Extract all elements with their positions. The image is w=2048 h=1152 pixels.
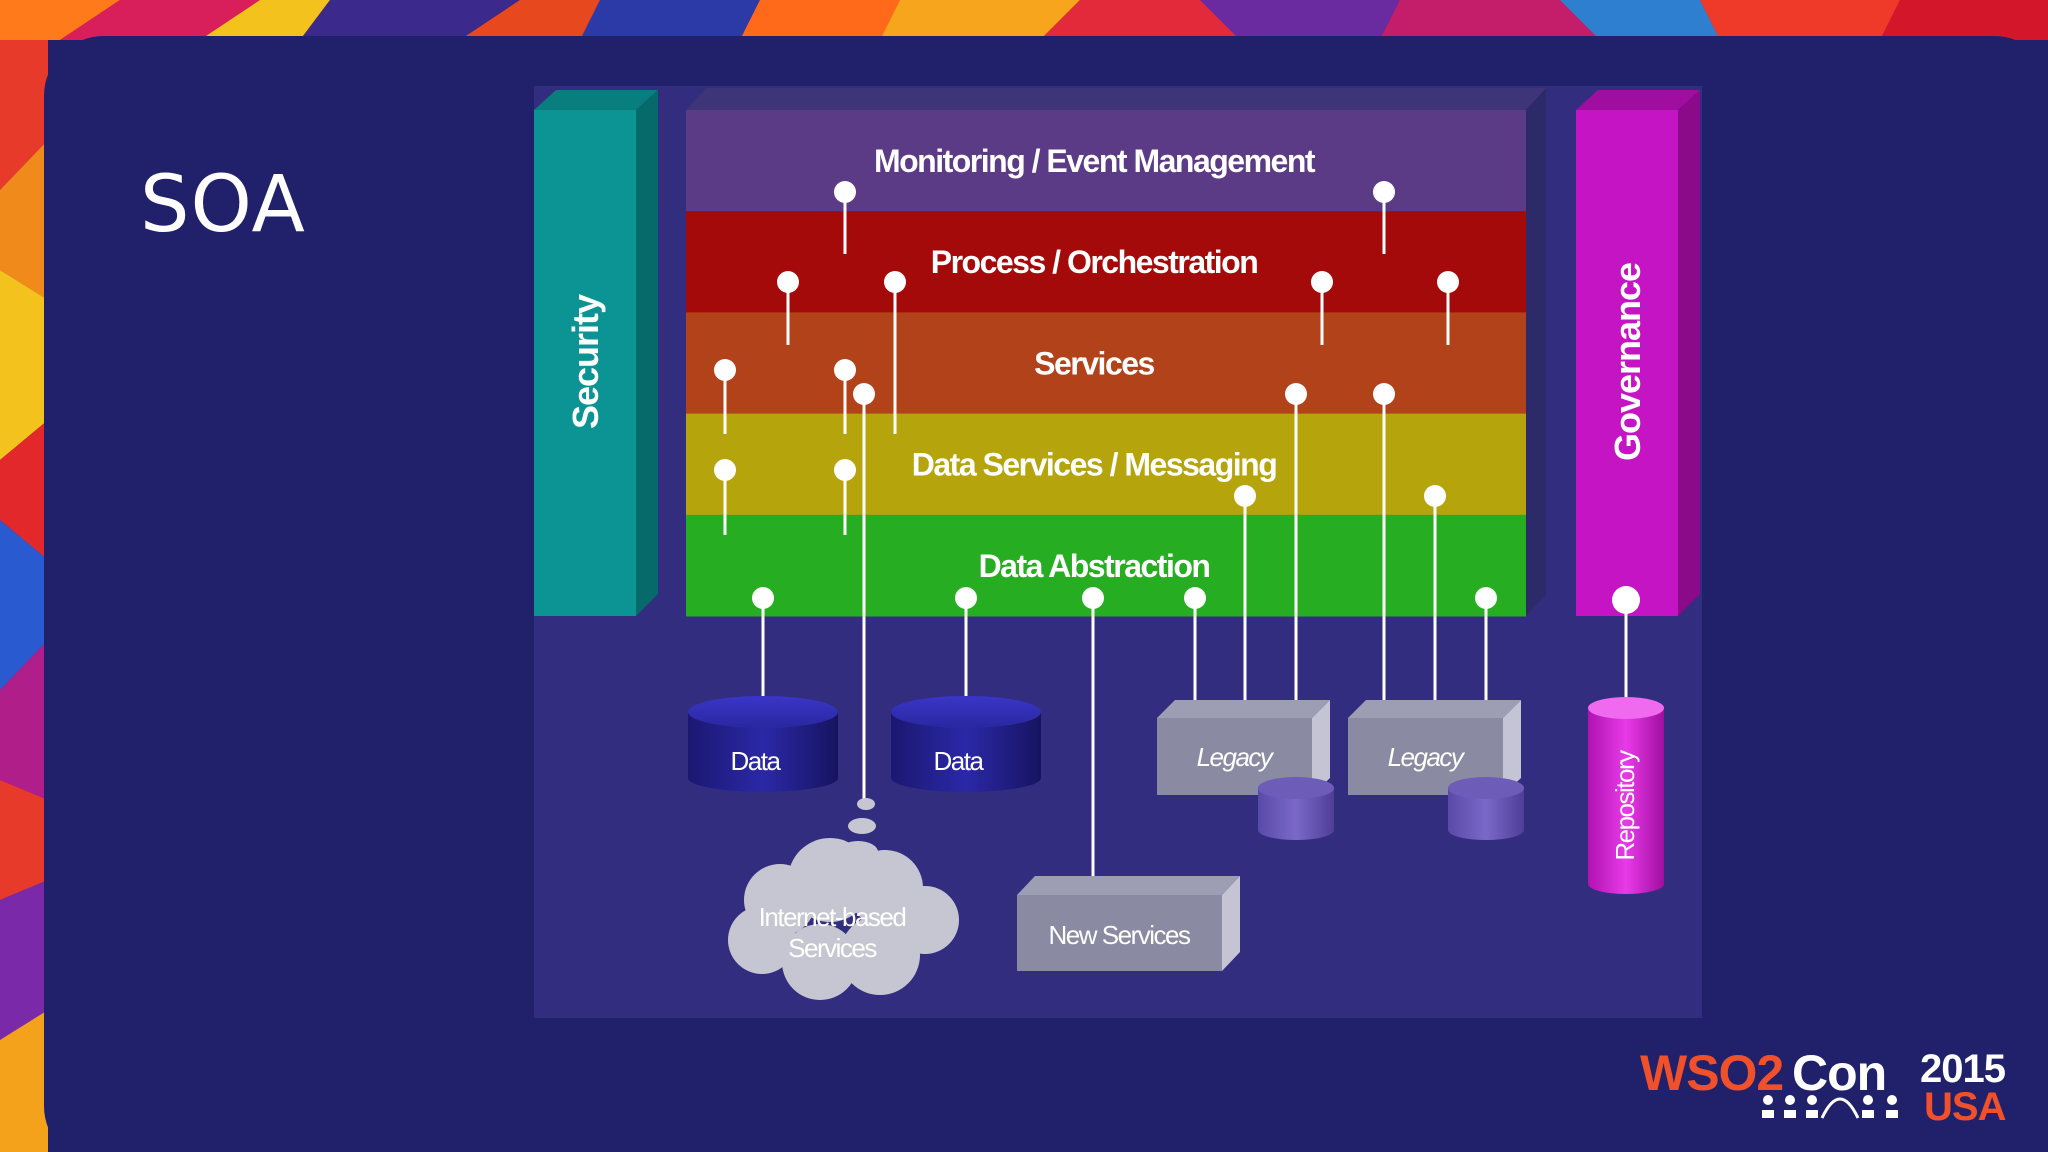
- connector-node: [1373, 181, 1395, 203]
- connector-node: [1311, 271, 1333, 293]
- internet-services-line1: Internet-based: [759, 902, 906, 932]
- internet-services-line2: Services: [788, 933, 877, 963]
- layer-stack-top: [686, 88, 1546, 110]
- connector-node: [955, 587, 977, 609]
- layer-label: Services: [1034, 345, 1154, 381]
- layer-stack-side: [1526, 88, 1546, 616]
- connector-node: [1234, 485, 1256, 507]
- slide-title: SOA: [140, 160, 306, 250]
- connector-nodes: [714, 181, 1640, 614]
- data-store-2: Data: [891, 696, 1041, 792]
- layer-label: Data Services / Messaging: [912, 447, 1276, 483]
- connector-node: [1285, 383, 1307, 405]
- new-services-label: New Services: [1049, 920, 1191, 950]
- layer-band: [686, 514, 1526, 617]
- logo-people-icon: [1762, 1095, 1898, 1119]
- connector-node: [834, 359, 856, 381]
- legacy-system-2: Legacy: [1348, 700, 1524, 840]
- logo-wso2: WSO2: [1640, 1045, 1783, 1101]
- layer-band: [686, 413, 1526, 516]
- security-label: Security: [565, 294, 606, 429]
- layer-label: Data Abstraction: [979, 548, 1210, 584]
- layer-label: Process / Orchestration: [931, 244, 1258, 280]
- data-store-label: Data: [934, 746, 985, 776]
- connector-node: [853, 383, 875, 405]
- governance-label: Governance: [1607, 263, 1648, 461]
- connector-node: [1437, 271, 1459, 293]
- connector-node: [884, 271, 906, 293]
- legacy-label: Legacy: [1197, 742, 1275, 772]
- connector-node: [714, 359, 736, 381]
- repository-label: Repository: [1610, 750, 1640, 861]
- internet-services-cloud: Internet-based Services: [728, 798, 959, 1000]
- connector-node: [752, 587, 774, 609]
- wso2con-logo: WSO2 Con 2015 USA: [1640, 1045, 2007, 1129]
- legacy-label: Legacy: [1388, 742, 1466, 772]
- data-store-1: Data: [688, 696, 838, 792]
- connector-node: [714, 459, 736, 481]
- repository: Repository: [1588, 697, 1664, 894]
- connector-node: [1082, 587, 1104, 609]
- connector-node: [1424, 485, 1446, 507]
- connector-node: [777, 271, 799, 293]
- layer-band: [686, 211, 1526, 313]
- new-services-box: New Services: [1017, 876, 1240, 971]
- layer-stack: [686, 110, 1526, 617]
- connector-node: [1184, 587, 1206, 609]
- layer-label: Monitoring / Event Management: [874, 143, 1316, 179]
- logo-region: USA: [1924, 1085, 2006, 1129]
- connector-node: [1612, 586, 1640, 614]
- legacy-system-1: Legacy: [1157, 700, 1334, 840]
- connector-node: [1475, 587, 1497, 609]
- data-store-label: Data: [731, 746, 782, 776]
- security-pillar: Security: [534, 90, 658, 616]
- connector-node: [834, 181, 856, 203]
- connector-node: [834, 459, 856, 481]
- governance-pillar: Governance: [1576, 90, 1700, 616]
- connector-node: [1373, 383, 1395, 405]
- logo-year: 2015: [1920, 1047, 2006, 1091]
- logo-con: Con: [1792, 1045, 1886, 1101]
